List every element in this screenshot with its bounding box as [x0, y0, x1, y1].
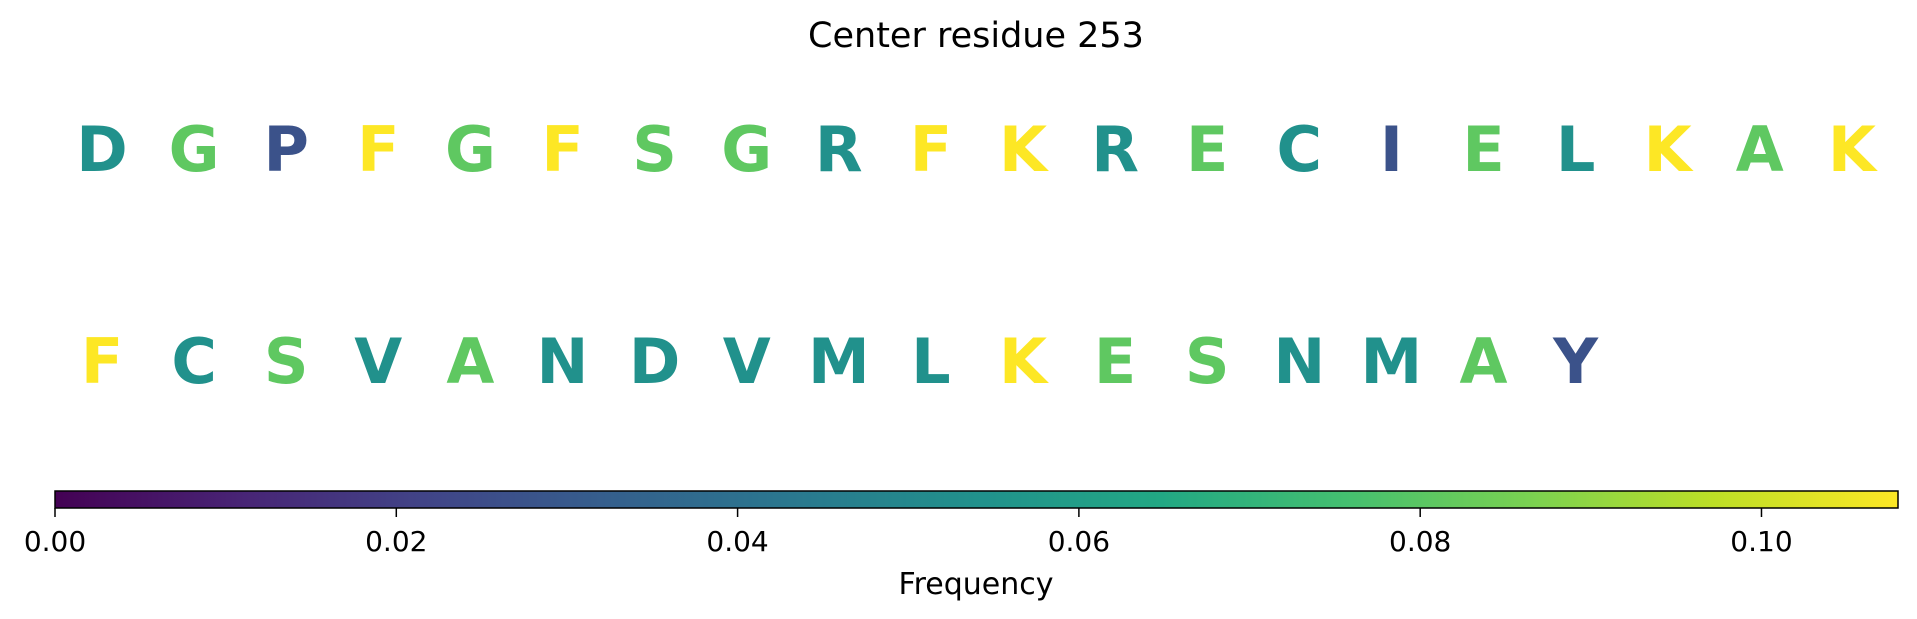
colorbar-gradient [54, 490, 1899, 509]
residue-letter: D [629, 325, 680, 398]
residue-letter: F [910, 113, 952, 186]
residue-letter: C [171, 325, 217, 398]
chart-title: Center residue 253 [808, 16, 1144, 56]
residue-letter: N [537, 325, 589, 398]
residue-letter: V [354, 325, 402, 398]
residue-letter: A [446, 325, 494, 398]
residue-letter: R [1091, 113, 1139, 186]
residue-letter: S [632, 113, 677, 186]
colorbar-tick-label: 0.08 [1389, 525, 1451, 558]
residue-letter: E [1186, 113, 1228, 186]
residue-letter: M [808, 325, 870, 398]
colorbar-tick-label: 0.04 [706, 525, 768, 558]
residue-letter: I [1380, 113, 1403, 186]
residue-letter: F [541, 113, 583, 186]
residue-letter: D [76, 113, 127, 186]
residue-letter: A [1736, 113, 1784, 186]
colorbar-tick-label: 0.10 [1730, 525, 1792, 558]
residue-letter: C [1277, 113, 1323, 186]
residue-letter: G [445, 113, 496, 186]
colorbar-label: Frequency [899, 567, 1054, 602]
residue-letter: L [1556, 113, 1596, 186]
residue-letter: V [723, 325, 771, 398]
residue-letter: F [357, 113, 399, 186]
residue-letter: L [911, 325, 951, 398]
colorbar-tick-label: 0.06 [1048, 525, 1110, 558]
colorbar-tick-label: 0.00 [24, 525, 86, 558]
residue-letter: S [1185, 325, 1230, 398]
colorbar: 0.00 0.02 0.04 0.06 0.08 0.10 Frequency [24, 490, 1899, 602]
residue-letter: R [815, 113, 863, 186]
colorbar-ticks: 0.00 0.02 0.04 0.06 0.08 0.10 [24, 508, 1793, 558]
residue-letter: G [169, 113, 220, 186]
residue-letter: K [999, 325, 1049, 398]
residue-letter: E [1094, 325, 1136, 398]
residue-letter: S [264, 325, 309, 398]
residue-letter: G [721, 113, 772, 186]
residue-letter: M [1361, 325, 1423, 398]
residue-letter: K [1644, 113, 1694, 186]
residue-letter: K [1828, 113, 1878, 186]
residue-letter: Y [1552, 325, 1599, 398]
residue-letter: K [999, 113, 1049, 186]
residue-letter: A [1460, 325, 1508, 398]
residue-letter: E [1462, 113, 1504, 186]
residue-letter: N [1273, 325, 1325, 398]
colorbar-tick-label: 0.02 [365, 525, 427, 558]
residue-letter: F [81, 325, 123, 398]
residue-letter: P [263, 113, 308, 186]
